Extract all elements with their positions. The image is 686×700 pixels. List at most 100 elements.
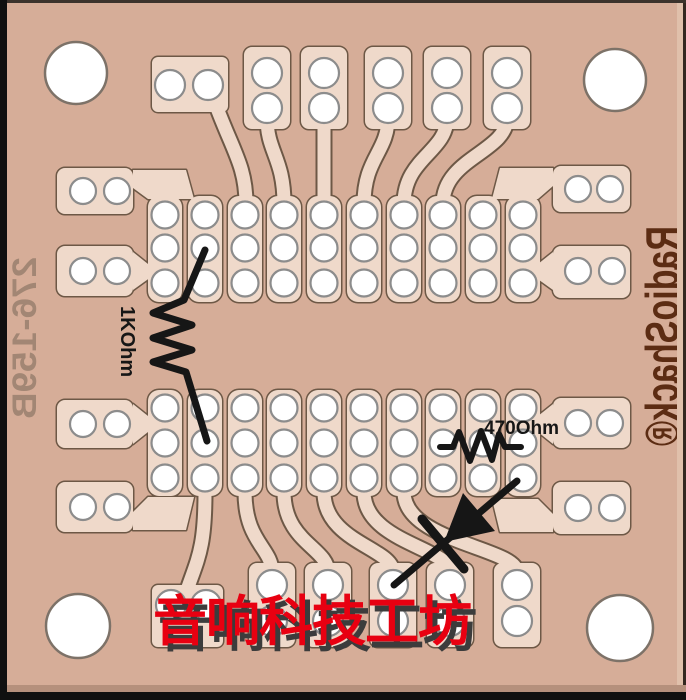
pad-hole: [349, 268, 379, 298]
pad-hole: [230, 463, 260, 493]
mounting-hole: [582, 47, 648, 113]
pad-hole: [307, 56, 341, 90]
pad-hole: [508, 233, 538, 263]
pad-hole: [190, 463, 220, 493]
pad-hole: [468, 463, 498, 493]
copper-hook-fill: [133, 497, 194, 530]
pad-hole: [349, 200, 379, 230]
watermark-text: 音响科技工坊: [153, 590, 472, 653]
copper-hook-fill: [492, 499, 553, 532]
pad-hole: [309, 200, 339, 230]
pad-hole: [150, 463, 180, 493]
mounting-hole: [585, 593, 655, 663]
pad-hole: [500, 604, 534, 638]
board-bottom-edge-shadow: [0, 685, 686, 692]
pad-hole: [389, 428, 419, 458]
schematic-annotations: 1KOhm 470Ohm: [116, 246, 559, 589]
resistor-470-symbol: [437, 428, 524, 464]
copper-hook-fill: [133, 252, 158, 290]
mounting-hole: [43, 40, 109, 106]
pad-hole: [389, 233, 419, 263]
pad-hole: [349, 463, 379, 493]
pad-hole: [376, 604, 410, 638]
pad-hole: [230, 268, 260, 298]
pad-hole: [269, 428, 299, 458]
pad-hole: [311, 568, 345, 602]
pad-hole: [269, 463, 299, 493]
pad-hole: [428, 463, 458, 493]
pad-hole: [102, 409, 132, 439]
pad-hole: [563, 408, 593, 438]
pad-hole: [597, 493, 627, 523]
pad-hole: [102, 256, 132, 286]
pad-hole: [428, 268, 458, 298]
resistor-1k-symbol: [149, 246, 211, 445]
pad-hole: [563, 256, 593, 286]
pad-hole: [255, 568, 289, 602]
pad-hole: [68, 256, 98, 286]
pad-hole: [68, 176, 98, 206]
pad-hole: [430, 56, 464, 90]
pad-hole: [597, 256, 627, 286]
pad-hole: [430, 91, 464, 125]
pad-hole: [191, 68, 225, 102]
pad-hole: [309, 393, 339, 423]
pad-hole: [269, 268, 299, 298]
pad-hole: [508, 393, 538, 423]
resistor-1k-label: 1KOhm: [116, 306, 138, 377]
pad-hole: [153, 68, 187, 102]
pad-hole: [428, 393, 458, 423]
photo-top-edge: [0, 0, 686, 3]
pad-hole: [433, 604, 467, 638]
pad-hole: [150, 233, 180, 263]
pad-hole: [230, 233, 260, 263]
pad-hole: [250, 91, 284, 125]
pad-hole: [150, 200, 180, 230]
pad-hole: [371, 56, 405, 90]
pad-hole: [150, 428, 180, 458]
pad-hole: [309, 268, 339, 298]
board-right-edge-highlight: [677, 0, 683, 700]
pad-hole: [563, 174, 593, 204]
pad-hole: [230, 428, 260, 458]
pad-hole: [311, 604, 345, 638]
pad-hole: [595, 408, 625, 438]
mounting-hole: [44, 592, 112, 660]
model-number-text: 276-159B: [6, 257, 44, 419]
pad-hole: [150, 268, 180, 298]
pad-hole: [309, 463, 339, 493]
pad-hole: [389, 200, 419, 230]
pad-hole: [349, 233, 379, 263]
pad-hole: [468, 268, 498, 298]
pad-hole: [102, 176, 132, 206]
pad-hole: [150, 393, 180, 423]
pad-hole: [508, 200, 538, 230]
trace-tail: [207, 93, 253, 211]
copper-hook-fill: [133, 404, 158, 444]
copper-hook-fill: [133, 170, 194, 199]
photo-left-edge: [0, 0, 7, 700]
pad-hole: [563, 493, 593, 523]
pad-hole: [490, 56, 524, 90]
pad-hole: [269, 233, 299, 263]
pad-hole: [389, 393, 419, 423]
diode-arrowhead: [444, 493, 495, 542]
pad-hole: [468, 233, 498, 263]
pad-hole: [269, 200, 299, 230]
copper-hook-fill: [528, 404, 553, 444]
pad-hole: [230, 393, 260, 423]
photo-right-edge: [683, 0, 686, 700]
pad-hole: [307, 91, 341, 125]
photo-bottom-edge: [0, 692, 686, 700]
pad-hole: [68, 409, 98, 439]
pad-hole: [468, 200, 498, 230]
pad-hole: [269, 393, 299, 423]
pad-hole: [190, 200, 220, 230]
resistor-470-label: 470Ohm: [484, 418, 559, 439]
pad-hole: [428, 200, 458, 230]
pad-hole: [250, 56, 284, 90]
pad-hole: [500, 568, 534, 602]
pad-hole: [68, 492, 98, 522]
